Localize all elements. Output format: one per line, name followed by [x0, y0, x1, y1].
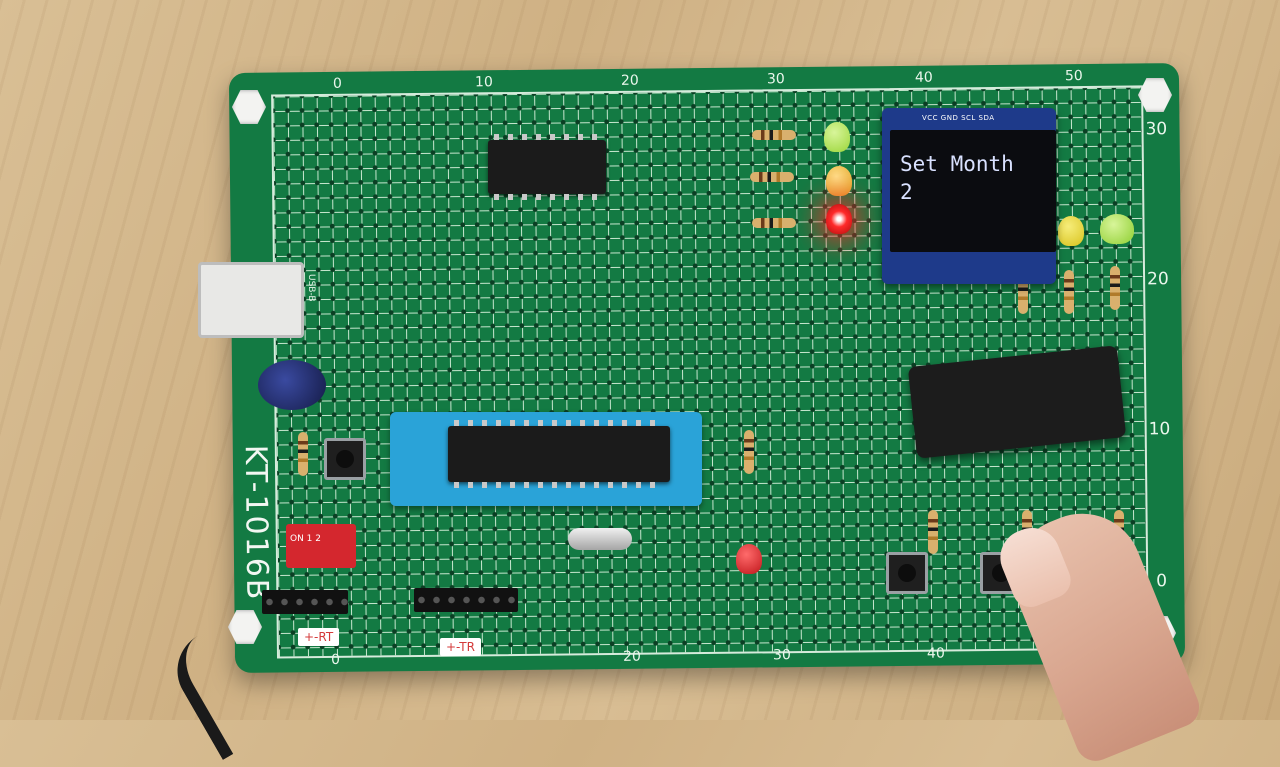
tag-label: +-TR [440, 638, 481, 656]
green-led [824, 122, 850, 152]
resistor [752, 218, 796, 228]
top-axis-label: 50 [1064, 68, 1083, 85]
resistor [752, 130, 796, 140]
oled-screen: Set Month 2 [890, 130, 1056, 252]
electrolytic-capacitor [258, 360, 326, 410]
tag-label: +-RT [298, 628, 340, 646]
green-led [1100, 214, 1134, 244]
crystal-oscillator [568, 528, 632, 550]
right-axis-label: 0 [1156, 571, 1168, 592]
top-axis-label: 20 [620, 72, 639, 89]
bottom-axis-label: 20 [622, 648, 641, 665]
resistor [298, 432, 308, 476]
oled-line-1: Set Month [900, 152, 1014, 176]
usb-label: USB-B [306, 274, 316, 302]
pin-header [414, 588, 518, 612]
dip-switch-label: ON 1 2 [290, 534, 321, 544]
corner-standoff [228, 610, 262, 644]
top-axis-label: 0 [332, 75, 343, 92]
resistor [744, 430, 754, 474]
resistor [928, 510, 938, 554]
right-axis-label: 10 [1148, 419, 1171, 440]
top-axis-label: 30 [766, 71, 785, 88]
dip-ic-chip [488, 134, 606, 200]
resistor [750, 172, 794, 182]
resistor [1110, 266, 1120, 310]
right-axis-label: 20 [1146, 269, 1169, 290]
top-axis-label: 10 [474, 74, 493, 91]
red-led [736, 544, 762, 574]
board-model-name: KT-1016B [237, 444, 275, 602]
resistor [1064, 270, 1074, 314]
yellow-led [1058, 216, 1084, 246]
oled-pin-labels: VCC GND SCL SDA [922, 114, 995, 122]
red-led-lit [826, 204, 852, 234]
oled-display-module: VCC GND SCL SDA Set Month 2 [882, 108, 1056, 284]
push-button[interactable] [886, 552, 928, 594]
pin-header [262, 590, 348, 614]
resistor [1018, 270, 1028, 314]
bottom-axis-label: 40 [926, 645, 945, 662]
dip-switch[interactable] [286, 524, 356, 568]
bottom-axis-label: 30 [772, 647, 791, 664]
oled-line-2: 2 [900, 180, 913, 204]
reset-push-button[interactable] [324, 438, 366, 480]
right-axis-label: 30 [1145, 119, 1168, 140]
top-axis-label: 40 [914, 69, 933, 86]
microcontroller-chip [448, 420, 670, 488]
orange-led [826, 166, 852, 196]
usb-b-connector [198, 262, 304, 338]
